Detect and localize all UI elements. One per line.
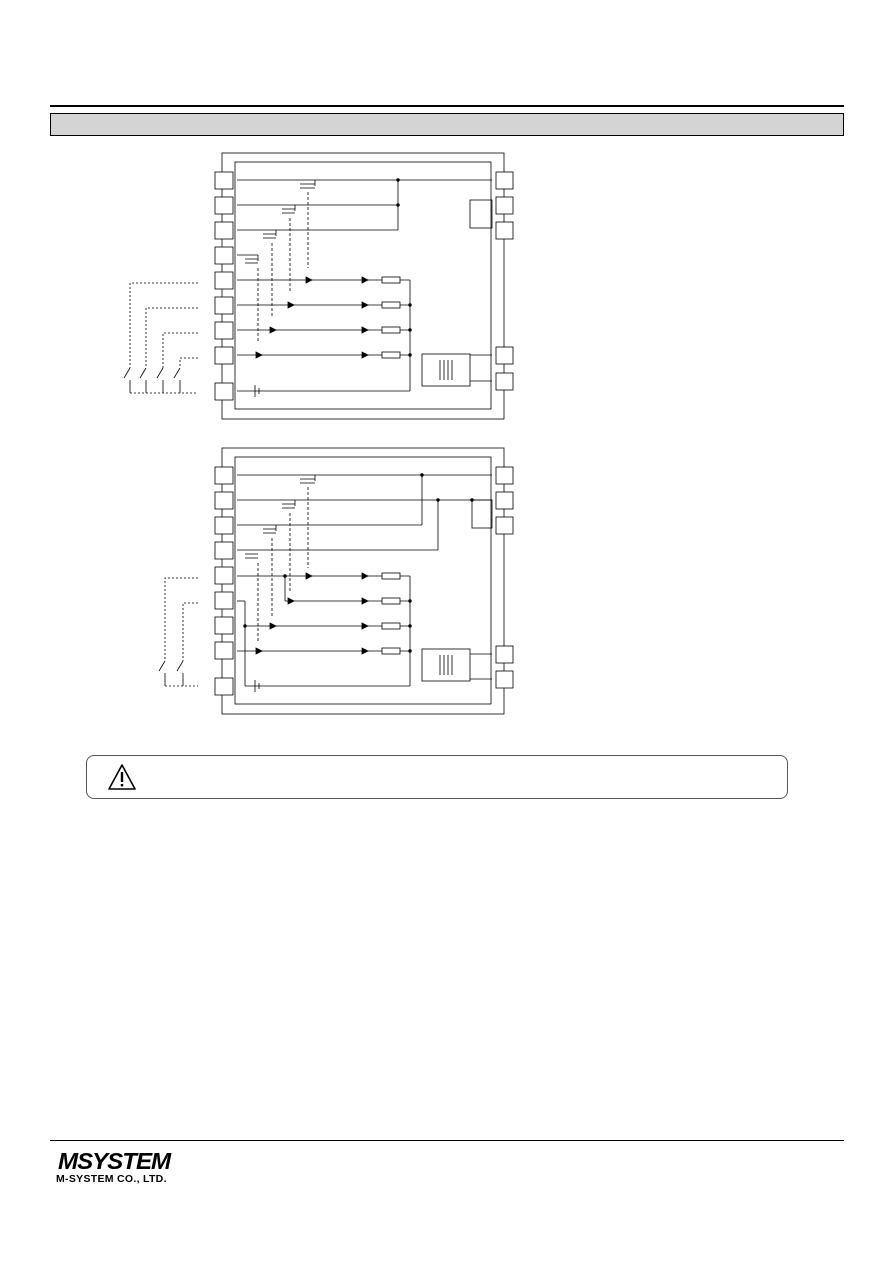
wiring-diagram-1 [123, 152, 514, 420]
wiring-diagram-2 [158, 447, 514, 715]
logo-wordmark: MSYSTEM [58, 1148, 171, 1174]
right-terminal-block [495, 171, 514, 391]
right-terminal-block [495, 466, 514, 689]
company-logo: MSYSTEM M-SYSTEM CO., LTD. [54, 1148, 194, 1190]
footer-rule [50, 1140, 844, 1141]
company-name: M-SYSTEM CO., LTD. [56, 1173, 167, 1185]
header-rule [50, 105, 844, 107]
caution-box [86, 755, 788, 799]
left-terminal-block [214, 466, 234, 696]
left-terminal-block [214, 171, 234, 401]
warning-triangle-icon [108, 764, 136, 790]
section-title-bar [50, 113, 844, 136]
